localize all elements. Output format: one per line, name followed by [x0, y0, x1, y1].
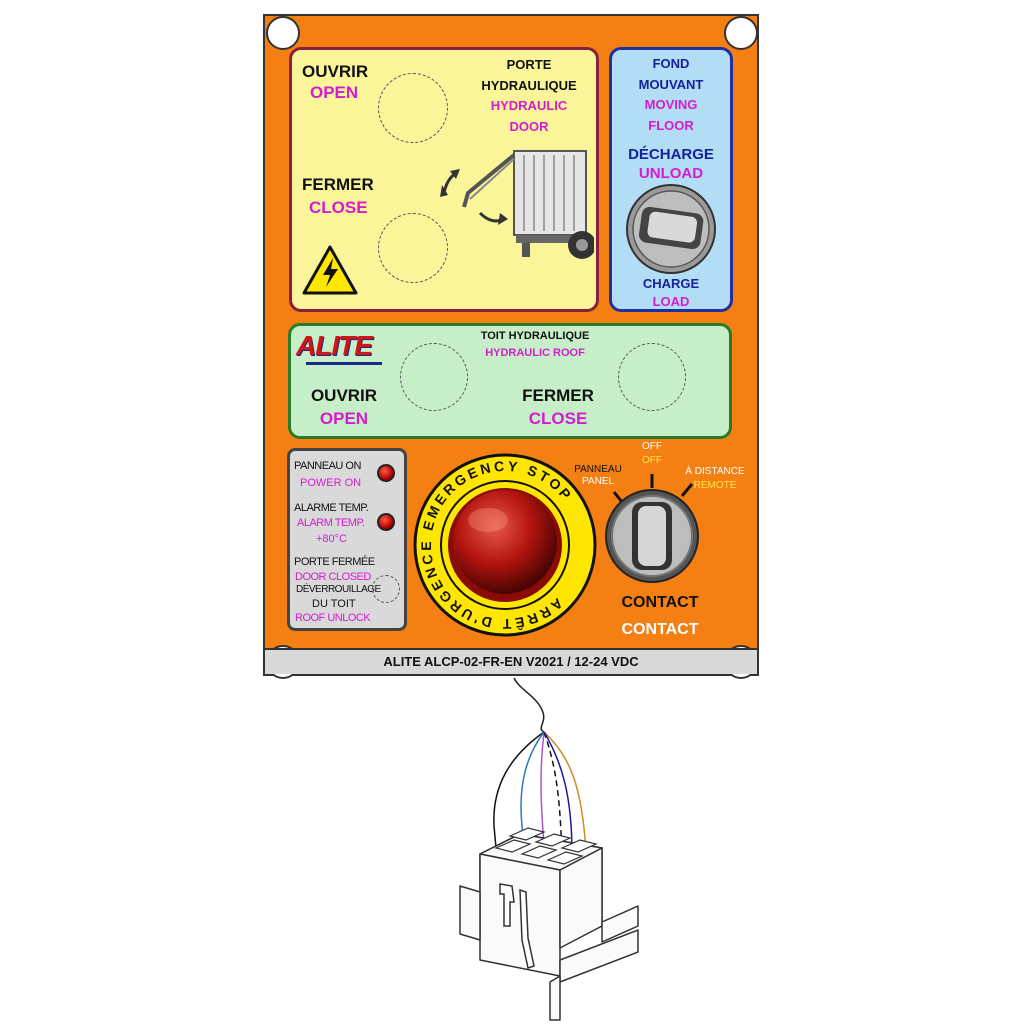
rotary-key-switch-icon[interactable]: [596, 470, 708, 586]
power-on-label-en: POWER ON: [300, 477, 362, 489]
roof-close-label-en: CLOSE: [528, 409, 588, 428]
roof-unlock-label-fr-1: DÉVERROUILLAGE: [296, 584, 381, 595]
selector-panel-label-fr: PANNEAU: [574, 464, 622, 475]
door-open-button[interactable]: [378, 73, 448, 143]
selector-off-label-en: OFF: [642, 455, 662, 466]
door-title-en-2: DOOR: [509, 119, 549, 134]
floor-title-en-1: MOVING: [644, 97, 698, 112]
roof-open-label-en: OPEN: [319, 409, 369, 428]
floor-title-fr-1: FOND: [652, 56, 690, 71]
selector-off-label-fr: OFF: [642, 441, 662, 452]
power-on-indicator: [377, 464, 395, 482]
contact-label-en: CONTACT: [621, 621, 699, 638]
door-title-fr-1: PORTE: [506, 57, 552, 72]
contact-label-fr: CONTACT: [621, 594, 699, 611]
floor-title-fr-2: MOUVANT: [638, 77, 704, 92]
truck-door-icon: [440, 150, 594, 259]
floor-load-label-fr: CHARGE: [642, 276, 700, 291]
floor-load-label-en: LOAD: [652, 294, 690, 309]
selector-panel-label-en: PANEL: [581, 476, 615, 487]
roof-title-en: HYDRAULIC ROOF: [485, 347, 585, 359]
roof-open-button[interactable]: [400, 343, 468, 411]
high-voltage-warning-icon: [302, 245, 358, 295]
model-footer-label: ALITE ALCP-02-FR-EN V2021 / 12-24 VDC: [383, 654, 639, 669]
power-on-label-fr: PANNEAU ON: [294, 460, 361, 472]
roof-unlock-label-en: ROOF UNLOCK: [295, 612, 371, 624]
roof-title-fr: TOIT HYDRAULIQUE: [480, 330, 590, 342]
alarm-temp-value: +80°C: [316, 533, 348, 545]
selector-remote-label-en: REMOTE: [693, 480, 737, 491]
door-close-label-en: CLOSE: [309, 198, 368, 217]
connector-icon: [459, 677, 639, 1021]
emergency-stop-button-icon[interactable]: ARRÊT D'URGENCE EMERGENCY STOP: [412, 452, 598, 638]
door-closed-label-en: DOOR CLOSED: [295, 571, 371, 583]
door-open-label-en: OPEN: [310, 83, 359, 102]
roof-close-button[interactable]: [618, 343, 686, 411]
floor-title-en-2: FLOOR: [648, 118, 694, 133]
model-footer: ALITE ALCP-02-FR-EN V2021 / 12-24 VDC: [265, 648, 757, 674]
screw-hole-top-left: [266, 16, 300, 50]
alite-logo: ALITE: [296, 330, 388, 370]
roof-open-label-fr: OUVRIR: [310, 386, 378, 405]
door-closed-label-fr: PORTE FERMÉE: [294, 556, 375, 568]
alarm-temp-label-fr: ALARME TEMP.: [294, 502, 369, 514]
roof-close-label-fr: FERMER: [522, 386, 594, 405]
door-close-button[interactable]: [378, 213, 448, 283]
alarm-temp-indicator: [377, 513, 395, 531]
selector-remote-label-fr: À DISTANCE: [685, 466, 745, 477]
alarm-temp-label-en: ALARM TEMP.: [297, 517, 365, 529]
roof-unlock-label-fr-2: DU TOIT: [312, 598, 356, 610]
door-title-fr-2: HYDRAULIQUE: [481, 78, 577, 93]
floor-rotary-switch[interactable]: [622, 184, 720, 274]
roof-unlock-button[interactable]: [372, 575, 400, 603]
door-close-label-fr: FERMER: [302, 175, 374, 194]
door-title-en-1: HYDRAULIC: [490, 98, 568, 113]
floor-unload-label-fr: DÉCHARGE: [628, 146, 714, 163]
floor-unload-label-en: UNLOAD: [638, 165, 704, 182]
door-open-label-fr: OUVRIR: [302, 62, 369, 81]
screw-hole-top-right: [724, 16, 758, 50]
